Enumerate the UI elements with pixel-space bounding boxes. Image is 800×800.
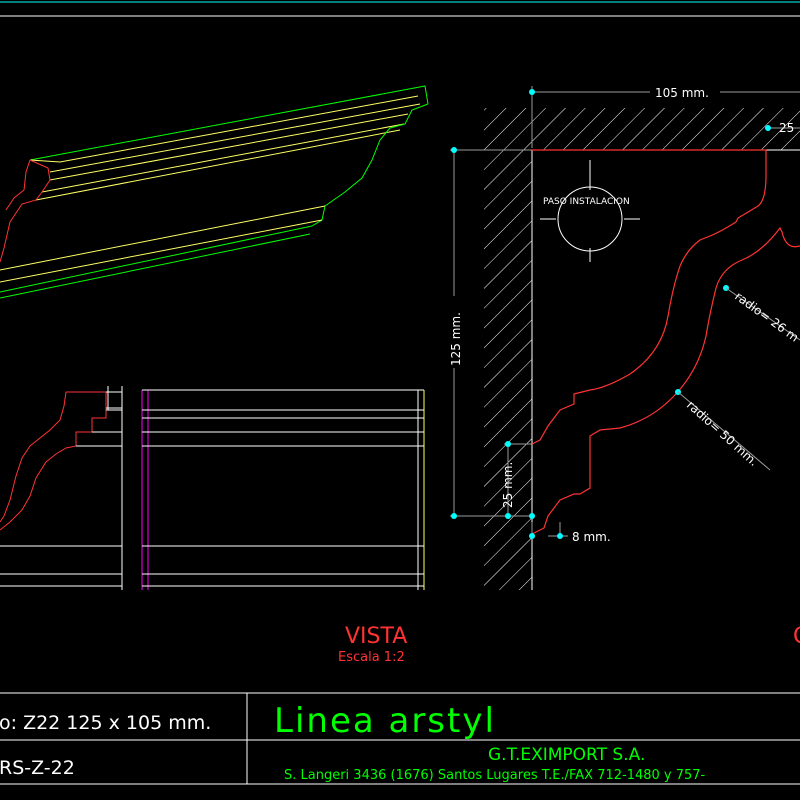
iso-step-2: [49, 113, 409, 181]
radio-26-label: radio= 26 m: [732, 289, 800, 345]
title-block-frame: [0, 692, 800, 785]
section-profile: [531, 149, 800, 535]
iso-profile-left-2: [5, 159, 31, 211]
iso-profile-left: [0, 159, 51, 263]
dimension-lines: [450, 86, 800, 538]
paso-instalacion-label: PASO INSTALACION: [543, 197, 630, 207]
iso-lower-3: [0, 225, 313, 293]
iso-top-edge: [29, 85, 429, 161]
vista-scale: Escala 1:2: [338, 650, 405, 665]
dim-bottom-small-label: 25 mm.: [501, 462, 515, 508]
title-brand: Linea arstyl: [274, 701, 496, 741]
paso-instalacion-symbol: [540, 160, 640, 262]
dim-top-small-label: 25: [779, 121, 794, 135]
dim-width-label: 105 mm.: [655, 86, 709, 100]
title-address: S. Langeri 3436 (1676) Santos Lugares T.…: [284, 768, 706, 783]
title-code-text: RS-Z-22: [0, 757, 75, 779]
iso-profile-right: [311, 103, 429, 227]
title-company: G.T.EXIMPORT S.A.: [488, 745, 645, 765]
iso-top-back: [29, 95, 419, 163]
isometric-molding-view: [0, 85, 429, 299]
vista-side-profile: [0, 386, 123, 590]
iso-lower-4: [0, 233, 311, 299]
dim-height-label: 125 mm.: [449, 312, 463, 366]
vista-front-panel: [141, 389, 425, 590]
corte-title-partial: C: [793, 624, 800, 649]
radius-leaders: [677, 287, 800, 471]
vista-title: VISTA: [345, 624, 407, 649]
drawing-frame: [0, 1, 800, 17]
title-model-text: o: Z22 125 x 105 mm.: [0, 712, 211, 734]
dimension-points: [451, 89, 771, 539]
iso-step-4: [35, 129, 401, 201]
iso-step-1: [49, 103, 421, 173]
radio-50-label: radio= 50 mm.: [684, 398, 761, 469]
dim-offset-label: 8 mm.: [572, 530, 611, 544]
wall-outline: [531, 149, 800, 590]
iso-step-3: [41, 123, 405, 193]
iso-lower-2: [0, 219, 323, 283]
iso-lower-1: [0, 205, 326, 271]
